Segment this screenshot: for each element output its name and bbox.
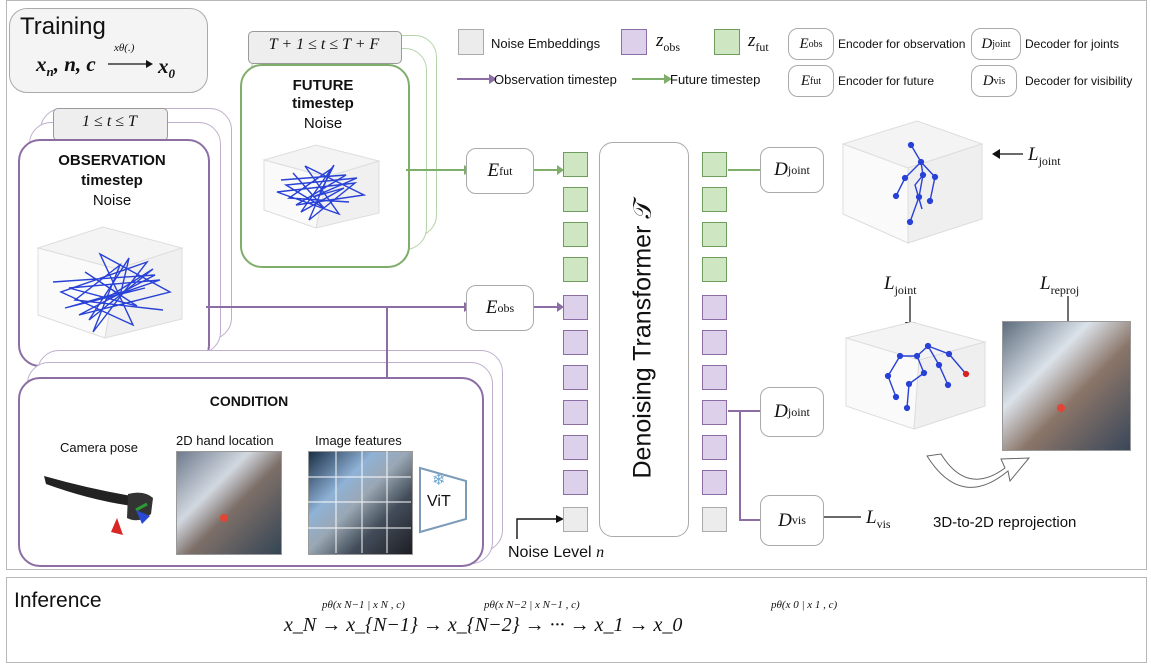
token-input-3 — [563, 222, 588, 247]
middle-right-skeleton-plot — [844, 321, 987, 430]
loss-vis: Lvis — [866, 507, 891, 531]
legend-dec-vis-text: Decoder for visibility — [1025, 74, 1133, 88]
token-output-10 — [702, 470, 727, 495]
legend-fut-label: Future timestep — [670, 72, 761, 87]
training-formula: xn, n, c — [36, 52, 96, 80]
future-noise-plot — [262, 144, 381, 229]
loss-joint-mid: Ljoint — [884, 273, 917, 297]
token-output-6 — [702, 330, 727, 355]
token-output-3 — [702, 222, 727, 247]
future-range-box — [248, 31, 402, 64]
obs-range: 1 ≤ t ≤ T — [82, 113, 137, 130]
token-input-1 — [563, 152, 588, 177]
future-title: FUTURE timestep — [292, 77, 354, 112]
inference-label-2: pθ(x N−2 | x N−1 , c) — [484, 599, 580, 611]
image-features-label: Image features — [315, 433, 402, 448]
training-title: Training — [20, 13, 106, 40]
token-input-4 — [563, 257, 588, 282]
legend-zfut-label: zfut — [748, 30, 769, 54]
vit-label: ViT — [427, 493, 451, 510]
legend-enc-fut-text: Encoder for future — [838, 74, 935, 88]
training-arrow-label: xθ(.) — [114, 42, 135, 54]
loss-joint-top: Ljoint — [1028, 144, 1061, 168]
token-output-1 — [702, 152, 727, 177]
training-title-box — [9, 8, 208, 93]
top-right-skeleton-plot — [841, 120, 984, 244]
token-output-9 — [702, 435, 727, 460]
token-output-7 — [702, 365, 727, 390]
obs-range-box — [53, 108, 168, 141]
noise-level-label: Noise Level n — [508, 544, 605, 561]
token-output-8 — [702, 400, 727, 425]
hand-location-marker — [220, 514, 228, 522]
token-input-10 — [563, 470, 588, 495]
vit-block — [419, 466, 467, 534]
legend-noise-label: Noise Embeddings — [491, 36, 601, 51]
camera-pose-label: Camera pose — [60, 440, 139, 455]
token-input-2 — [563, 187, 588, 212]
inference-label-1: pθ(x N−1 | x N , c) — [322, 599, 405, 611]
token-output-4 — [702, 257, 727, 282]
token-input-9 — [563, 435, 588, 460]
token-input-8 — [563, 400, 588, 425]
training-target: x0 — [158, 54, 175, 82]
token-input-6 — [563, 330, 588, 355]
legend-enc-obs-text: Encoder for observation — [838, 37, 966, 51]
condition-title: CONDITION — [209, 393, 289, 409]
glasses-image — [44, 476, 153, 535]
reprojection-image — [1002, 321, 1131, 451]
legend-fut-arrow — [632, 74, 672, 84]
token-input-7 — [563, 365, 588, 390]
hand-location-label: 2D hand location — [176, 433, 274, 448]
future-range: T + 1 ≤ t ≤ T + F — [268, 36, 380, 53]
legend-zfut-swatch — [714, 29, 740, 55]
legend-obs-arrow — [457, 74, 497, 84]
training-arrow — [108, 60, 153, 68]
legend-zobs-swatch — [621, 29, 647, 55]
image-features-image — [308, 451, 413, 555]
inference-label-3: pθ(x 0 | x 1 , c) — [771, 599, 838, 611]
future-subtitle: Noise — [303, 115, 343, 132]
denoising-transformer-label: Denoising Transformer 𝒯 — [628, 199, 657, 479]
token-output-11 — [702, 507, 727, 532]
token-input-11 — [563, 507, 588, 532]
legend-obs-label: Observation timestep — [494, 72, 617, 87]
legend-dec-joint-text: Decoder for joints — [1025, 37, 1120, 51]
reprojection-label: 3D-to-2D reprojection — [933, 514, 1077, 531]
legend-noise-swatch — [458, 29, 484, 55]
token-output-5 — [702, 295, 727, 320]
snowflake-icon: ❄ — [432, 472, 446, 489]
obs-title: OBSERVATION timestep — [58, 152, 166, 189]
obs-subtitle: Noise — [92, 192, 132, 209]
inference-chain: x_N → x_{N−1} → x_{N−2} → ··· → x_1 → x_… — [284, 614, 683, 636]
inference-frame — [6, 577, 1147, 663]
image-grid-overlay — [308, 451, 411, 553]
token-output-2 — [702, 187, 727, 212]
inference-title: Inference — [14, 589, 102, 612]
reprojection-hand-marker — [1057, 404, 1065, 412]
obs-noise-plot — [36, 226, 184, 339]
reprojection-arrow — [926, 453, 1031, 488]
legend-zobs-label: zobs — [656, 30, 681, 54]
denoising-transformer-box — [599, 142, 689, 537]
hand-location-image — [176, 451, 282, 555]
loss-reproj: Lreproj — [1040, 273, 1080, 297]
token-input-5 — [563, 295, 588, 320]
